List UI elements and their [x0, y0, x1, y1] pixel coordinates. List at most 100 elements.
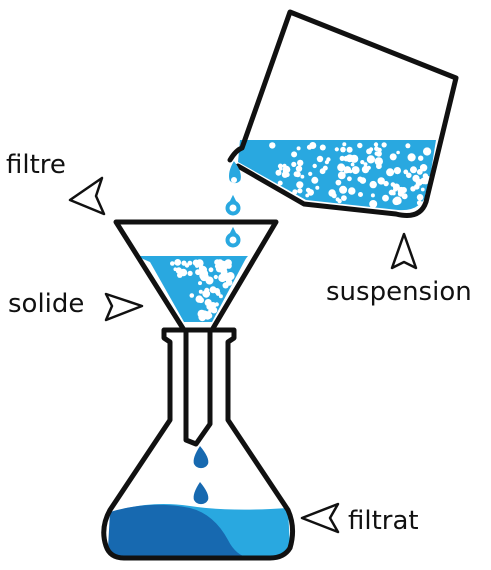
particle	[337, 198, 342, 204]
particle	[296, 146, 301, 151]
particle	[370, 193, 375, 198]
particle	[332, 194, 337, 199]
particle	[423, 147, 432, 156]
particle	[341, 195, 347, 202]
flask	[101, 327, 296, 561]
particle	[322, 165, 328, 171]
particle	[416, 200, 423, 206]
particle	[374, 151, 379, 156]
particle	[198, 281, 202, 286]
particle	[420, 187, 425, 192]
particle	[220, 268, 228, 276]
particle	[407, 153, 416, 162]
particle	[348, 187, 356, 195]
particle	[198, 265, 205, 271]
pouring-drops	[225, 161, 241, 248]
particle	[275, 169, 282, 176]
particle	[292, 189, 298, 195]
particle	[347, 176, 352, 182]
particle	[381, 142, 387, 148]
funnel	[113, 219, 279, 447]
particle	[369, 180, 377, 189]
particle	[319, 144, 326, 151]
particle	[382, 194, 389, 202]
particle	[348, 169, 353, 174]
particle	[197, 309, 206, 319]
particle	[277, 180, 283, 186]
funnel-stem-outline	[183, 330, 213, 447]
particle	[350, 154, 359, 163]
particle	[358, 192, 363, 197]
particle	[170, 261, 175, 266]
particle	[308, 171, 313, 176]
particle	[269, 142, 276, 149]
suspension-pointer-icon	[390, 232, 418, 270]
particle	[393, 187, 398, 192]
particle	[350, 162, 355, 167]
particle	[360, 160, 365, 165]
particle	[396, 150, 400, 155]
particle	[291, 161, 297, 167]
particle	[357, 142, 363, 149]
particle	[209, 286, 217, 294]
particle	[373, 142, 379, 147]
particle	[418, 155, 424, 161]
particle	[334, 147, 339, 152]
particle	[312, 163, 317, 169]
filtrate-liquid-dark	[108, 504, 250, 558]
particle	[307, 189, 315, 196]
particle	[295, 165, 303, 172]
particle	[335, 179, 342, 186]
suspension-label: suspension	[326, 277, 472, 307]
particle	[297, 188, 303, 194]
particle	[383, 180, 389, 187]
particle	[295, 171, 301, 178]
particle	[187, 270, 193, 276]
filtrate-pointer-icon	[300, 502, 340, 534]
particle	[366, 165, 371, 170]
flask-outline	[101, 327, 296, 561]
filtrate-label: filtrat	[348, 506, 419, 536]
suspension-particles	[269, 142, 432, 208]
particle	[392, 197, 401, 206]
beaker-suspension-liquid	[238, 140, 436, 211]
particle	[416, 194, 424, 201]
particle	[341, 187, 345, 191]
particle	[346, 146, 353, 153]
particle	[225, 279, 233, 286]
particle	[213, 274, 218, 280]
particle	[214, 259, 221, 266]
particle	[406, 172, 412, 179]
particle	[281, 171, 289, 178]
solid-label: solide	[8, 289, 85, 319]
particle	[416, 169, 423, 175]
particle	[386, 168, 395, 177]
particle	[306, 144, 313, 150]
particle	[397, 190, 404, 197]
particle	[389, 153, 397, 161]
particle	[300, 174, 305, 179]
particle	[305, 193, 310, 198]
particle	[369, 200, 378, 208]
flask-drop	[193, 482, 209, 505]
beaker-outline	[227, 9, 459, 218]
funnel-liquid	[136, 256, 248, 322]
solid-particles	[170, 259, 235, 322]
particle	[339, 155, 345, 161]
particle	[377, 177, 385, 185]
particle	[337, 171, 346, 180]
particle	[198, 289, 203, 294]
particle	[316, 155, 324, 163]
particle	[179, 268, 188, 277]
particle	[291, 151, 298, 158]
particle	[366, 155, 375, 164]
particle	[410, 166, 417, 174]
particle	[202, 289, 211, 298]
particle	[420, 177, 428, 185]
particle	[220, 260, 227, 268]
particle	[324, 160, 329, 165]
particle	[363, 162, 368, 167]
particle	[174, 259, 182, 266]
particle	[412, 174, 420, 182]
particle	[366, 148, 372, 155]
